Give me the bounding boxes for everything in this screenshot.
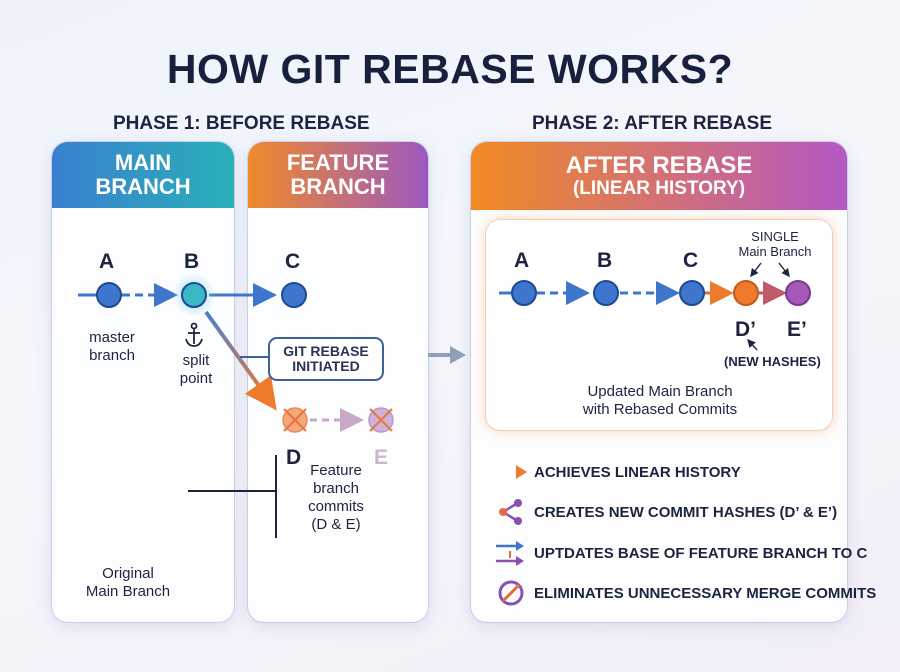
- single-main-branch-label: SINGLE Main Branch: [727, 229, 823, 260]
- rebase-initiated-box: GIT REBASE INITIATED: [268, 337, 384, 381]
- after-label-d-prime: D’: [735, 318, 756, 341]
- single-line2: Main Branch: [738, 243, 812, 259]
- feature-text-eliminate-merges: ELIMINATES UNNECESSARY MERGE COMMITS: [534, 584, 877, 602]
- after-label-e-prime: E’: [787, 318, 807, 341]
- prohibited-icon: [498, 580, 524, 606]
- commit-node-e-discarded: [368, 407, 394, 433]
- single-pointer-right: [778, 262, 790, 278]
- updated-main-branch-label: Updated Main Branch with Rebased Commits: [560, 383, 760, 419]
- feature-heading-line2: BRANCH: [290, 174, 386, 199]
- updated-line2: with Rebased Commits: [582, 401, 738, 418]
- anchor-icon: [185, 322, 203, 347]
- after-node-e-prime: [785, 280, 811, 306]
- updated-line1: Updated Main Branch: [587, 383, 733, 400]
- after-heading-line1: AFTER REBASE: [565, 151, 753, 179]
- feature-branch-panel: FEATURE BRANCH: [248, 142, 428, 622]
- feature-commits-label: Feature branch commits (D & E): [296, 462, 376, 534]
- main-branch-heading: MAIN BRANCH: [52, 142, 234, 208]
- after-label-a: A: [514, 249, 530, 272]
- update-base-icon: [496, 541, 524, 566]
- phase-transition-arrow: [428, 346, 466, 364]
- after-node-a: [511, 280, 537, 306]
- phase-1-label: PHASE 1: BEFORE REBASE: [113, 113, 370, 134]
- feature-item-update-base: UPTDATES BASE OF FEATURE BRANCH TO C: [492, 538, 867, 568]
- commit-node-a: [96, 282, 122, 308]
- after-label-c: C: [683, 249, 699, 272]
- feature-text-linear-history: ACHIEVES LINEAR HISTORY: [534, 463, 741, 481]
- feature-item-eliminate-merges: ELIMINATES UNNECESSARY MERGE COMMITS: [492, 578, 876, 608]
- split-line2: point: [179, 370, 213, 387]
- phase-2-label: PHASE 2: AFTER REBASE: [532, 113, 772, 134]
- single-pointer-left: [750, 262, 762, 278]
- main-branch-panel: MAIN BRANCH: [52, 142, 234, 622]
- original-line1: Original: [102, 565, 154, 582]
- rebase-diagonal-arrow: [204, 310, 277, 411]
- after-node-d-prime: [733, 280, 759, 306]
- feature-text-update-base: UPTDATES BASE OF FEATURE BRANCH TO C: [534, 544, 868, 562]
- master-branch-label: master branch: [84, 329, 140, 365]
- rebased-history-card: [486, 220, 832, 430]
- new-hashes-pointer: [747, 338, 758, 351]
- feature-heading-line1: FEATURE: [286, 150, 390, 176]
- after-node-c: [679, 280, 705, 306]
- commits-line1: Feature: [310, 462, 362, 479]
- node-label-c: C: [285, 250, 301, 273]
- branch-icon: [499, 499, 522, 525]
- new-hashes-label: (NEW HASHES): [724, 354, 821, 369]
- commit-node-d-discarded: [282, 407, 308, 433]
- feature-text-new-hashes: CREATES NEW COMMIT HASHES (D’ & E’): [534, 503, 838, 521]
- main-heading-line2: BRANCH: [95, 174, 191, 199]
- page-title: HOW GIT REBASE WORKS?: [166, 46, 734, 92]
- after-label-b: B: [597, 249, 613, 272]
- original-main-branch-label: Original Main Branch: [72, 565, 184, 601]
- initiated-line2: INITIATED: [292, 358, 360, 374]
- commit-node-c: [281, 282, 307, 308]
- node-label-a: A: [99, 250, 115, 273]
- commits-line3: commits: [308, 498, 364, 515]
- commit-node-b: [181, 282, 207, 308]
- after-rebase-heading: AFTER REBASE (LINEAR HISTORY): [471, 142, 847, 210]
- feature-item-new-hashes: CREATES NEW COMMIT HASHES (D’ & E’): [492, 497, 837, 527]
- master-line2: branch: [89, 347, 135, 364]
- after-heading-line2: (LINEAR HISTORY): [572, 177, 746, 199]
- split-line1: split: [182, 352, 210, 369]
- after-node-b: [593, 280, 619, 306]
- main-heading-line1: MAIN: [114, 150, 172, 176]
- commits-line2: branch: [313, 480, 359, 497]
- single-line1: SINGLE: [751, 229, 799, 244]
- master-line1: master: [89, 329, 135, 346]
- initiated-line1: GIT REBASE: [283, 342, 369, 359]
- original-line2: Main Branch: [85, 583, 171, 600]
- node-label-d: D: [286, 446, 302, 469]
- arrow-right-icon: [496, 465, 527, 479]
- split-point-label: split point: [168, 352, 224, 388]
- commits-line4: (D & E): [311, 516, 361, 533]
- node-label-b: B: [184, 250, 200, 273]
- feature-bracket: [188, 455, 277, 538]
- node-label-e: E: [374, 446, 389, 469]
- feature-item-linear-history: ACHIEVES LINEAR HISTORY: [492, 457, 741, 487]
- feature-branch-heading: FEATURE BRANCH: [248, 142, 428, 208]
